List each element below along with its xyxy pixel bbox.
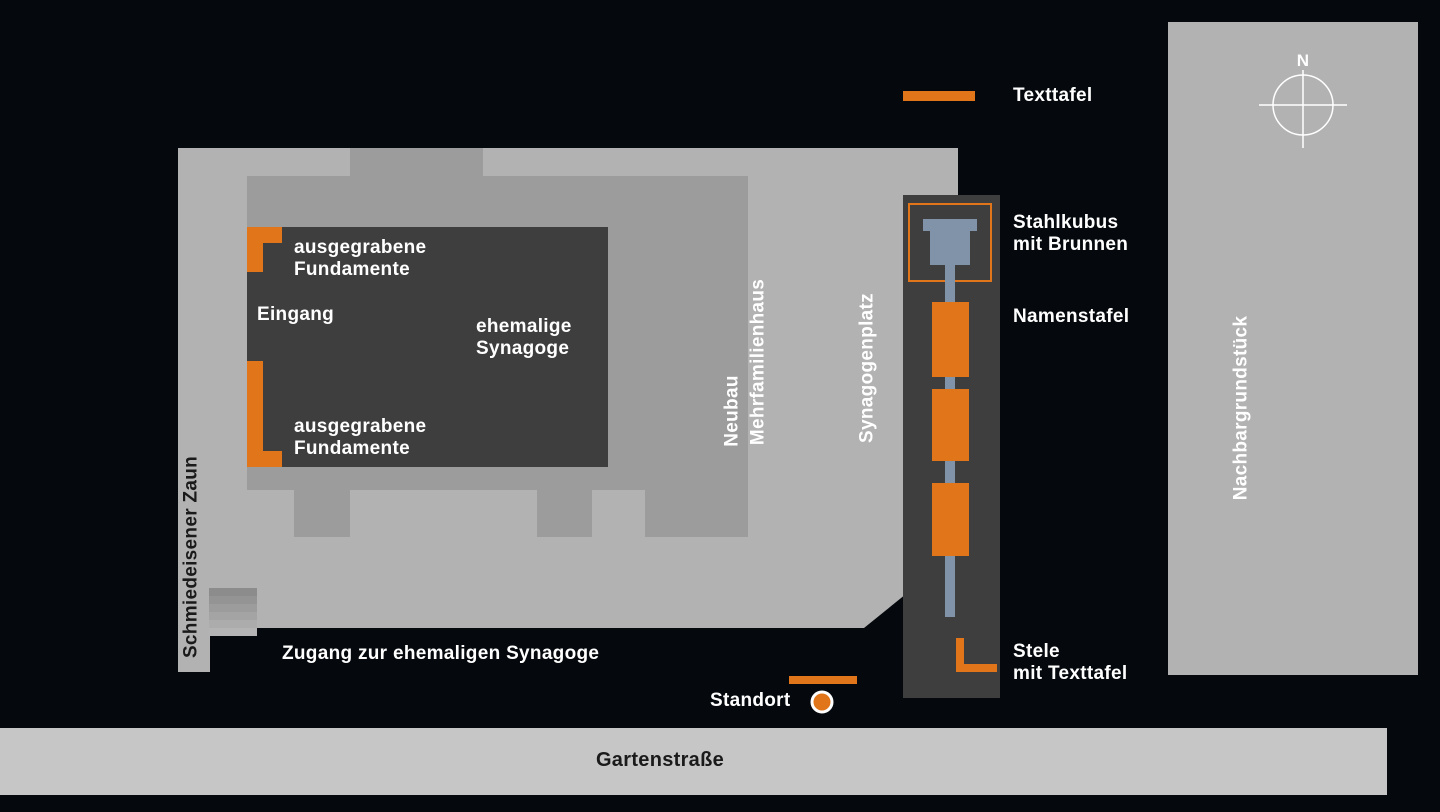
standort-marker [810, 690, 834, 714]
entrance-label: Eingang [257, 304, 335, 325]
legend-texttafel-swatch [903, 91, 975, 101]
excavated-foundations-bottom-label: ausgegrabene Fundamente [294, 416, 427, 459]
steel-cube-shape [923, 219, 977, 265]
name-plaques-label: Namenstafel [1013, 306, 1130, 327]
standort-label: Standort [710, 690, 791, 711]
synagogue-square-label: Synagogenplatz [856, 293, 878, 443]
former-synagogue-floor-shape [247, 227, 608, 467]
excavated-foundation-bottom-shape [247, 361, 282, 467]
steps-shape [209, 588, 257, 636]
neighbor-lot-label: Nachbargrundstück [1230, 315, 1252, 501]
wrought-iron-fence-label: Schmiedeisener Zaun [180, 455, 202, 659]
access-path-label: Zugang zur ehemaligen Synagoge [282, 643, 600, 664]
legend-texttafel-label: Texttafel [1013, 85, 1093, 106]
street-shape [0, 728, 1387, 795]
new-building-label-line2: Mehrfamilienhaus [747, 278, 769, 446]
street-name-label: Gartenstraße [595, 749, 725, 771]
excavated-foundations-top-label: ausgegrabene Fundamente [294, 237, 427, 280]
stele-shape [956, 638, 997, 672]
new-building-label-line1: Neubau [721, 375, 743, 447]
standort-bar-shape [789, 676, 857, 684]
compass-icon [1259, 70, 1347, 148]
name-plaques-shape [932, 302, 969, 556]
stele-label: Stele mit Texttafel [1013, 641, 1128, 684]
compass-north-label: N [1296, 51, 1310, 70]
steel-cube-label: Stahlkubus mit Brunnen [1013, 212, 1129, 255]
former-synagogue-label: ehemalige Synagoge [476, 316, 572, 359]
excavated-foundation-top-shape [247, 227, 282, 272]
neighbor-lot-shape [1168, 22, 1418, 675]
